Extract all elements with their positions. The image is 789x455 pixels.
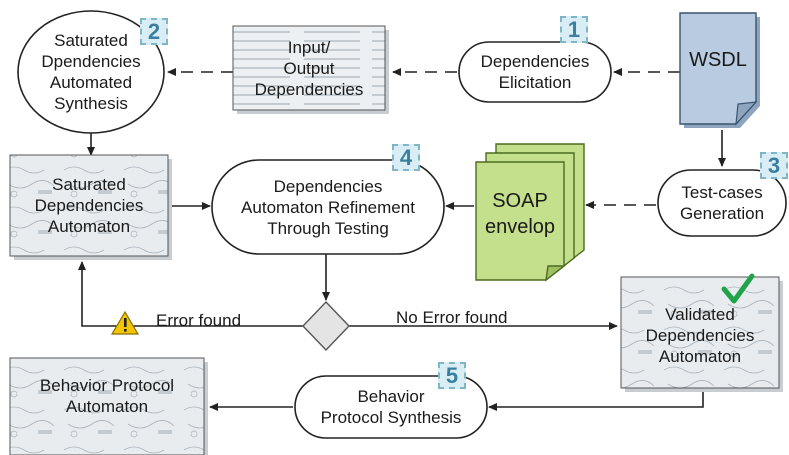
saturated-automaton-shape	[9, 154, 172, 260]
elicitation-label: Dependencies Elicitation	[459, 42, 611, 102]
error-found-label: Error found	[156, 311, 242, 330]
io-dependencies-line1: Input/	[287, 37, 331, 57]
testcases-line1: Test-cases	[681, 183, 763, 202]
behavior-automaton-line2: Automaton	[65, 397, 149, 416]
saturated-synthesis-label: Saturated Dpendencies Automated Synthesi…	[18, 16, 164, 128]
refinement-shape	[211, 159, 445, 255]
validated-automaton-shape	[620, 276, 783, 392]
testcases-label: Test-cases Generation	[658, 170, 786, 236]
behavior-synthesis-shape	[294, 375, 488, 439]
testcases-shape	[657, 169, 787, 237]
wsdl-label: WSDL	[689, 48, 747, 71]
io-dependencies-line2: Output	[283, 58, 335, 78]
validated-automaton-label: Validated Dependencies Automaton	[621, 287, 779, 383]
refinement-line3: Through Testing	[267, 218, 389, 238]
io-dependencies-shape	[232, 25, 389, 114]
saturated-synthesis-line3: Automated	[49, 73, 133, 92]
saturated-automaton-label: Saturated Dependencies Automaton	[10, 155, 168, 256]
validated-automaton-line2: Dependencies	[645, 325, 755, 345]
testcases-line2: Generation	[679, 204, 765, 223]
soap-envelop-icon	[475, 143, 585, 282]
saturated-automaton-line2: Dependencies	[34, 196, 144, 215]
behavior-automaton-shape	[9, 357, 208, 455]
behavior-synthesis-line2: Protocol Synthesis	[320, 408, 462, 427]
elicitation-line2: Elicitation	[498, 73, 572, 92]
step-badge-3: 3	[760, 152, 788, 179]
behavior-synthesis-line1: Behavior	[357, 387, 425, 406]
edges	[78, 68, 726, 411]
saturated-synthesis-line2: Dpendencies	[41, 52, 141, 71]
soap-line2: envelop	[484, 216, 556, 238]
step-badge-2: 2	[140, 18, 168, 45]
refinement-line1: Dependencies	[273, 176, 383, 196]
soap-line1: SOAP	[492, 190, 548, 212]
behavior-automaton-line1: Behavior Protocol	[39, 376, 175, 395]
io-dependencies-label: Input/ Output Dependencies	[233, 26, 385, 110]
step-badge-4: 4	[392, 144, 420, 171]
saturated-automaton-line1: Saturated	[52, 175, 126, 194]
elicitation-shape	[458, 41, 612, 103]
validated-automaton-line1: Validated	[665, 304, 735, 324]
soap-label: SOAP envelop	[476, 172, 564, 256]
io-dependencies-line3: Dependencies	[254, 79, 364, 99]
edge-validated-synthesis	[488, 390, 704, 411]
wsdl-document-icon	[679, 12, 760, 128]
decision-diamond	[302, 300, 350, 352]
elicitation-line1: Dependencies	[480, 52, 590, 71]
no-error-found-label: No Error found	[396, 308, 508, 327]
refinement-label: Dependencies Automaton Refinement Throug…	[212, 160, 444, 254]
saturated-synthesis-line4: Synthesis	[54, 94, 128, 113]
step-badge-1: 1	[560, 16, 588, 43]
validated-automaton-line3: Automaton	[658, 346, 742, 366]
behavior-synthesis-label: Behavior Protocol Synthesis	[295, 376, 487, 438]
refinement-line2: Automaton Refinement	[241, 197, 415, 217]
saturated-automaton-line3: Automaton	[47, 217, 131, 236]
step-badge-5: 5	[438, 362, 466, 389]
warning-icon	[110, 310, 140, 335]
checkmark-icon	[721, 273, 755, 304]
edge-error	[78, 261, 305, 327]
saturated-synthesis-line1: Saturated	[54, 31, 128, 50]
saturated-synthesis-shape	[17, 10, 165, 134]
behavior-automaton-label: Behavior Protocol Automaton	[10, 374, 204, 418]
